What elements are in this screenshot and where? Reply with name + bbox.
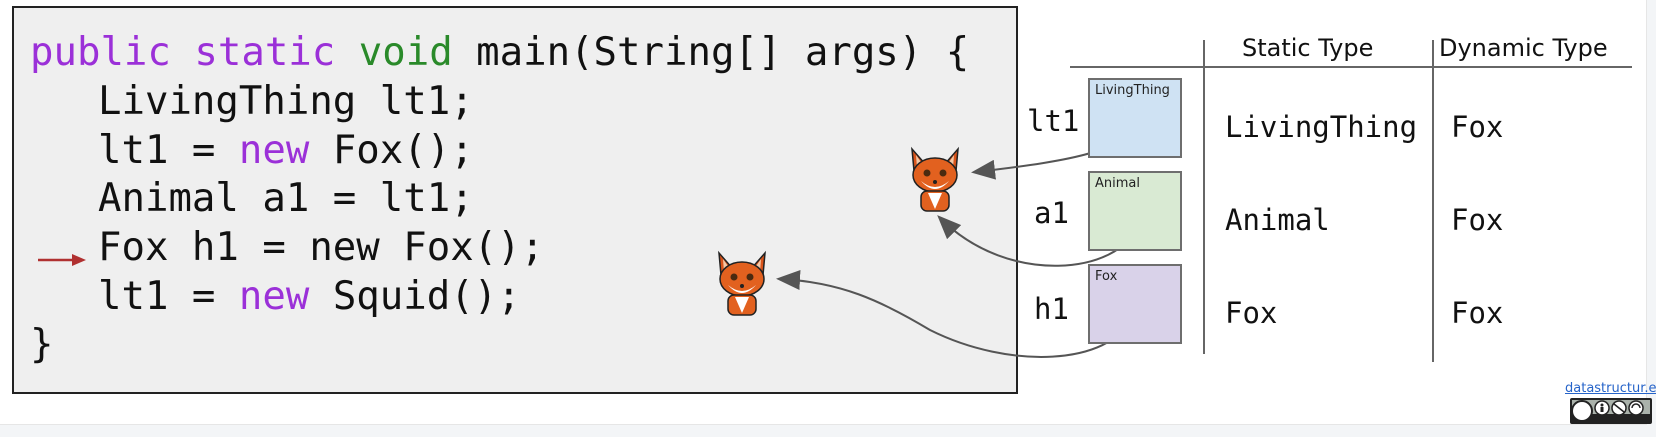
box-type-label: Animal: [1095, 176, 1140, 191]
box-type-label: Fox: [1095, 269, 1118, 284]
fox-icon: [911, 146, 959, 212]
method-signature: main(String[] args) {: [452, 30, 970, 75]
pointer-h1: [776, 270, 1132, 358]
keyword-new: new: [238, 274, 310, 319]
code-line-6: lt1 = new Squid();: [98, 272, 521, 322]
dynamic-type-lt1: Fox: [1451, 110, 1504, 144]
variable-name-a1: a1: [1034, 196, 1069, 230]
fox-icon: [718, 250, 766, 316]
code-line-3: lt1 = new Fox();: [98, 126, 474, 176]
box-type-label: LivingThing: [1095, 83, 1170, 98]
static-type-header: Static Type: [1242, 34, 1374, 62]
keyword-new: new: [238, 128, 310, 173]
code-line-4: Animal a1 = lt1;: [98, 176, 474, 221]
code-text: lt1 =: [98, 128, 239, 173]
variable-name-lt1: lt1: [1027, 104, 1080, 138]
keyword-void: void: [358, 30, 453, 75]
slide: public static void main(String[] args) {…: [0, 0, 1656, 425]
code-line-7: }: [30, 322, 54, 367]
cc-by-nc-sa-icon: [1570, 398, 1652, 424]
dynamic-type-header: Dynamic Type: [1439, 34, 1608, 62]
code-line-2: LivingThing lt1;: [98, 79, 474, 124]
keyword-static: static: [194, 30, 336, 75]
current-line-arrow-icon: [38, 254, 86, 266]
variable-box-lt1: LivingThing: [1088, 78, 1182, 158]
code-panel: public static void main(String[] args) {…: [12, 6, 1018, 394]
table-divider-1: [1203, 40, 1205, 354]
code-text: Fox();: [309, 128, 474, 173]
dynamic-type-a1: Fox: [1451, 203, 1504, 237]
dynamic-type-h1: Fox: [1451, 296, 1504, 330]
keyword-public: public: [30, 30, 171, 75]
static-type-a1: Animal: [1225, 203, 1330, 237]
static-type-lt1: LivingThing: [1225, 110, 1418, 144]
code-line-5: Fox h1 = new Fox();: [98, 225, 545, 270]
code-text: Squid();: [309, 274, 521, 319]
variable-box-h1: Fox: [1088, 264, 1182, 344]
code-text: lt1 =: [98, 274, 239, 319]
code-line-1: public static void main(String[] args) {: [30, 28, 969, 78]
static-type-h1: Fox: [1225, 296, 1278, 330]
pointer-arrows: [776, 122, 1136, 358]
table-header-rule: [1070, 66, 1632, 68]
table-divider-2: [1432, 40, 1434, 362]
variable-box-a1: Animal: [1088, 171, 1182, 251]
credit-link[interactable]: datastructur.es: [1565, 381, 1656, 396]
variable-name-h1: h1: [1034, 292, 1069, 326]
